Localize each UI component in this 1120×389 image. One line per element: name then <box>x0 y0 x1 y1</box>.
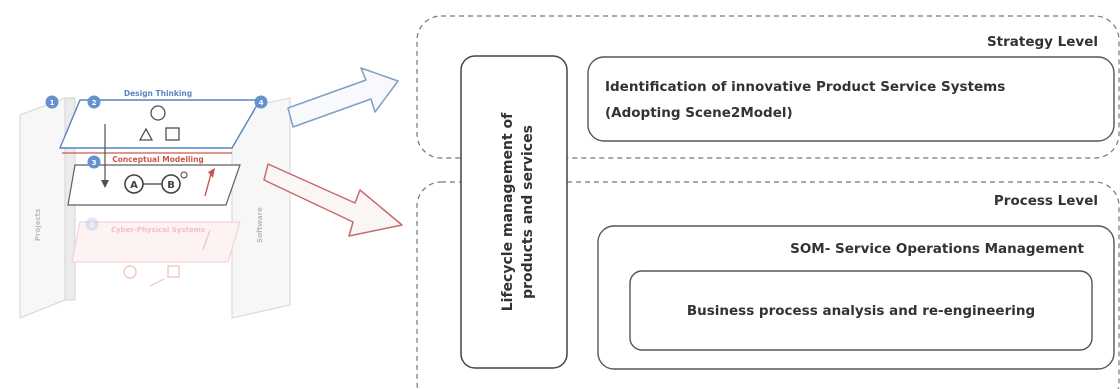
arrow-to-process-icon <box>263 163 403 237</box>
strategy-content-line-2: (Adopting Scene2Model) <box>605 105 793 121</box>
arrow-to-strategy-icon <box>287 67 399 128</box>
bpa-box <box>629 270 1093 351</box>
som-title: SOM- Service Operations Management <box>790 241 1084 257</box>
cyber-physical-label: Cyber-Physical Systems <box>111 226 205 234</box>
conceptual-modelling-plane <box>67 164 241 206</box>
left-wall <box>19 97 66 319</box>
left-wall-label: Projects <box>34 209 42 241</box>
svg-text:4: 4 <box>259 99 264 107</box>
design-thinking-plane <box>58 99 262 149</box>
lifecycle-line-2: products and services <box>520 125 536 299</box>
framework-illustration: Projects Software Design Thinking Concep… <box>19 89 291 319</box>
svg-text:2: 2 <box>92 99 97 107</box>
marker-4-icon: 4 <box>254 95 268 109</box>
right-wall-label: Software <box>256 207 264 243</box>
marker-2-icon: 2 <box>87 95 101 109</box>
strategy-content-box <box>587 56 1115 142</box>
circle-shape-icon <box>150 105 166 121</box>
conceptual-modelling-label: Conceptual Modelling <box>112 155 204 164</box>
svg-text:3: 3 <box>92 159 97 167</box>
square-shape-icon <box>165 127 180 141</box>
circle-a-label: A <box>130 180 138 191</box>
bpa-title: Business process analysis and re-enginee… <box>687 303 1035 319</box>
device-icon <box>167 265 180 278</box>
marker-5-icon: 5 <box>85 217 99 231</box>
strategy-level-container <box>416 15 1120 159</box>
strategy-level-title: Strategy Level <box>987 34 1098 50</box>
marker-3-icon: 3 <box>87 155 101 169</box>
hexagon-icon <box>123 265 137 279</box>
design-thinking-label: Design Thinking <box>124 89 192 98</box>
strategy-content-line-1: Identification of innovative Product Ser… <box>605 79 1005 95</box>
cyber-physical-plane <box>71 221 241 263</box>
lifecycle-pill <box>460 55 568 369</box>
circle-b-icon <box>161 174 181 194</box>
process-level-title: Process Level <box>994 193 1098 209</box>
svg-text:1: 1 <box>50 99 55 107</box>
svg-text:5: 5 <box>90 221 95 229</box>
triangle-shape-icon <box>138 127 154 141</box>
lifecycle-line-1: Lifecycle management of <box>500 112 516 311</box>
circle-b-label: B <box>167 180 175 191</box>
process-level-container <box>416 181 1120 389</box>
marker-1-icon: 1 <box>45 95 59 109</box>
